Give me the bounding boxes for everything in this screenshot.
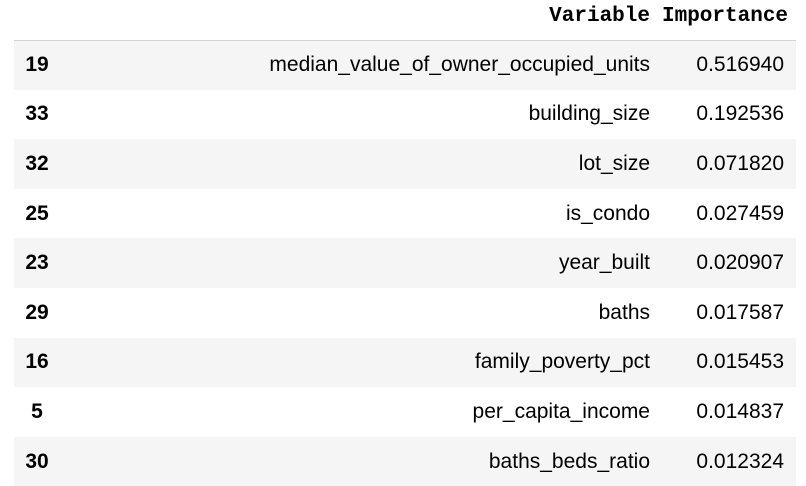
variable-cell: per_capita_income [472,399,650,423]
header-row: Variable Importance [14,0,796,41]
variable-cell: baths [598,300,650,324]
row-index: 33 [25,102,49,126]
row-index: 5 [31,399,43,423]
row-index: 25 [25,201,49,225]
variable-cell: year_built [558,251,650,275]
importance-cell: 0.020907 [696,251,784,275]
importance-cell: 0.012324 [696,449,784,473]
importance-cell: 0.015453 [696,350,784,374]
importance-cell: 0.192536 [696,102,784,126]
table-row: 23 year_built 0.020907 [14,238,796,288]
index-header [14,0,60,41]
table-row: 33 building_size 0.192536 [14,89,796,140]
table-row: 29 baths 0.017587 [14,287,796,338]
row-index: 19 [25,53,49,77]
variable-cell: family_poverty_pct [474,350,650,374]
variable-cell: lot_size [578,151,650,175]
table-body: 19 median_value_of_owner_occupied_units … [14,40,796,486]
row-index: 23 [25,251,49,275]
importance-cell: 0.071820 [696,151,784,175]
table-row: 16 family_poverty_pct 0.015453 [14,337,796,388]
variable-cell: is_condo [565,201,650,225]
variable-header: Variable [60,0,662,41]
row-index: 16 [25,350,49,374]
importance-cell: 0.516940 [696,53,784,77]
row-index: 30 [25,449,49,473]
table-row: 32 lot_size 0.071820 [14,139,796,189]
table-row: 25 is_condo 0.027459 [14,188,796,239]
variable-cell: building_size [528,102,650,126]
importance-cell: 0.027459 [696,201,784,225]
table-row: 30 baths_beds_ratio 0.012324 [14,436,796,486]
table-header: Variable Importance [14,0,796,41]
dataframe-table: Variable Importance 19 median_value_of_o… [14,0,796,486]
row-index: 29 [25,300,49,324]
row-index: 32 [25,151,49,175]
table-row: 5 per_capita_income 0.014837 [14,387,796,437]
importance-cell: 0.017587 [696,300,784,324]
variable-cell: median_value_of_owner_occupied_units [269,53,650,77]
variable-cell: baths_beds_ratio [488,449,650,473]
importance-cell: 0.014837 [696,399,784,423]
importance-header: Importance [662,0,796,41]
table-row: 19 median_value_of_owner_occupied_units … [14,40,796,90]
